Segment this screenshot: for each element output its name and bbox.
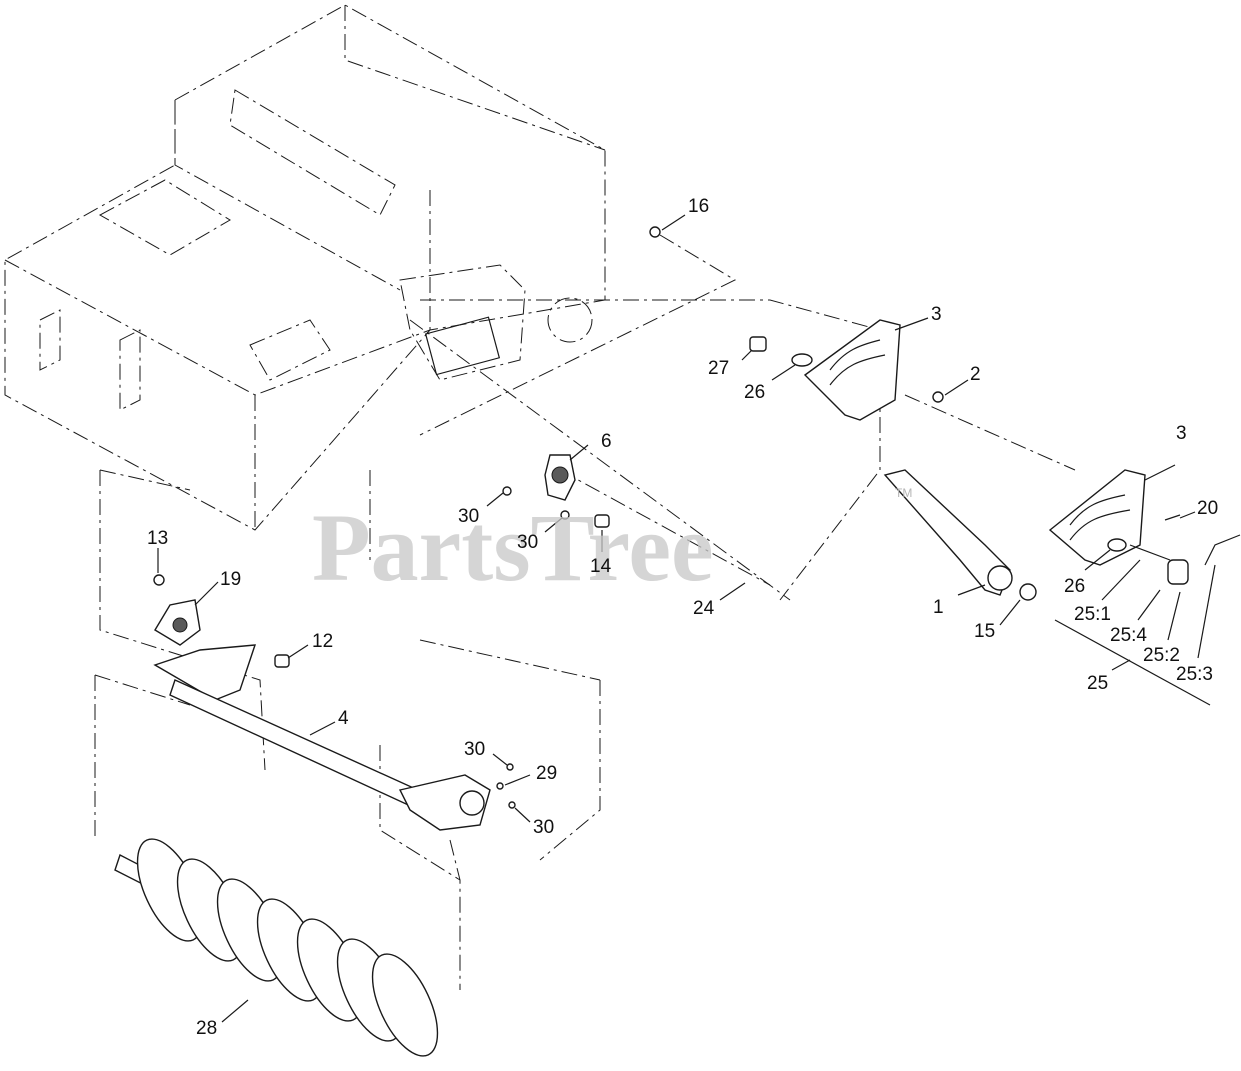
frame-housing [4, 4, 606, 531]
shaft-assembly [153, 644, 491, 831]
spiked-roller [114, 838, 439, 1057]
callout-28: 28 [196, 1018, 217, 1039]
callout-25-4: 25:4 [1110, 625, 1147, 646]
callout-30-a: 30 [458, 506, 479, 527]
callout-3-upper: 3 [931, 304, 942, 325]
callout-1: 1 [933, 597, 944, 618]
handle-assembly [1054, 534, 1241, 706]
callout-3-lower: 3 [1176, 423, 1187, 444]
callout-20: 20 [1197, 498, 1218, 519]
leader-lines [157, 214, 1216, 1023]
callout-26-upper: 26 [744, 382, 765, 403]
callout-24: 24 [693, 598, 715, 619]
callout-25-3: 25:3 [1176, 664, 1213, 685]
hardware [153, 226, 1181, 809]
callout-19: 19 [220, 569, 241, 590]
callout-29: 29 [536, 763, 557, 784]
callout-30-c: 30 [464, 739, 485, 760]
callout-25-1: 25:1 [1074, 604, 1111, 625]
callout-labels: 16 3 27 26 2 6 3 20 30 30 14 26 25:1 25:… [147, 196, 1218, 1039]
callout-26-lower: 26 [1064, 576, 1085, 597]
callout-12: 12 [312, 631, 333, 652]
lever-arm [883, 469, 1013, 596]
callout-2: 2 [970, 364, 981, 385]
index-plate-upper [803, 319, 901, 421]
index-plate-lower [1048, 469, 1146, 566]
callout-27: 27 [708, 358, 729, 379]
callout-6: 6 [601, 431, 612, 452]
bearing-flange [544, 454, 576, 501]
callout-25: 25 [1087, 673, 1108, 694]
callout-15: 15 [974, 621, 995, 642]
callout-13: 13 [147, 528, 168, 549]
callout-30-b: 30 [517, 532, 538, 553]
watermark-trademark: TM [895, 486, 912, 500]
bearing-left [154, 599, 201, 646]
callout-25-2: 25:2 [1143, 645, 1180, 666]
callout-30-d: 30 [533, 817, 554, 838]
callout-16: 16 [688, 196, 709, 217]
callout-14: 14 [590, 556, 612, 577]
watermark-text: PartsTree [312, 494, 714, 601]
callout-4: 4 [338, 708, 349, 729]
assembly-lines [94, 234, 1076, 990]
